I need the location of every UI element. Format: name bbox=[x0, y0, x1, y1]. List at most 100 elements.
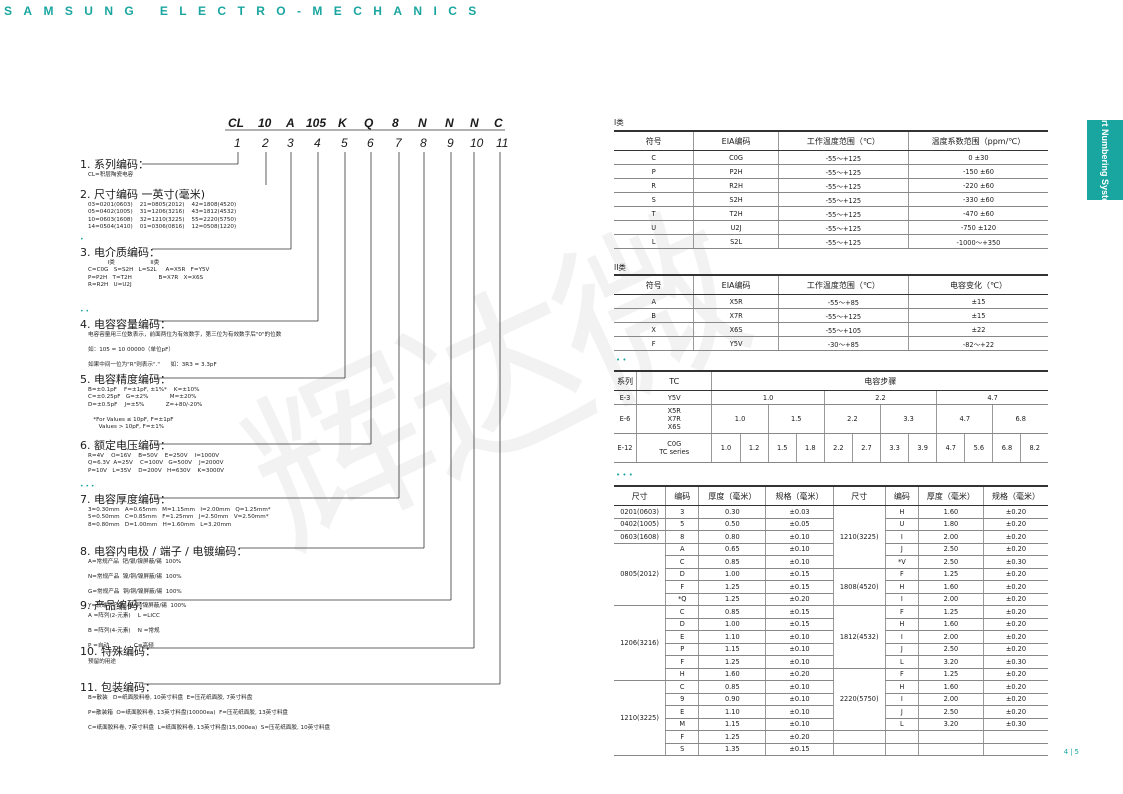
section-body-7: 3=0.30mm A=0.65mm M=1.15mm I=2.00mm Q=1.… bbox=[88, 507, 271, 528]
step-value-cell: 2.2 bbox=[823, 433, 853, 463]
size-cell: 0201(0603) bbox=[614, 505, 666, 519]
thickness-cell: 0.80 bbox=[698, 530, 766, 544]
thickness-cell: 1.80 bbox=[917, 518, 984, 531]
thickness-cell: 0.85 bbox=[698, 680, 766, 694]
table-thickness-header: 尺寸 bbox=[614, 485, 666, 506]
thickness-cell: 3.20 bbox=[917, 718, 984, 731]
thickness-cell: C bbox=[665, 680, 699, 694]
thickness-cell: 1.25 bbox=[698, 580, 766, 594]
size-cell: 0603(1608) bbox=[614, 530, 666, 544]
thickness-cell: ±0.20 bbox=[982, 568, 1048, 581]
section-title-11: 11. 包装编码： bbox=[80, 681, 156, 694]
thickness-cell: U bbox=[884, 518, 919, 531]
step-value-cell: 4.7 bbox=[936, 390, 1048, 405]
section-body-8: A=常规产品 钯/银/镍屏蔽/锡 100% N=常规产品 镍/铜/镍屏蔽/锡 1… bbox=[88, 559, 187, 610]
table-steps-marker: • • bbox=[616, 356, 627, 364]
thickness-cell: F bbox=[665, 580, 699, 594]
table-i-cell: L bbox=[614, 234, 694, 249]
thickness-cell: 3.20 bbox=[917, 655, 984, 669]
thickness-cell: ±0.20 bbox=[982, 668, 1048, 681]
table-i-cell: C0G bbox=[693, 150, 779, 165]
table-steps-header: TC bbox=[635, 370, 712, 391]
thickness-cell: A bbox=[665, 543, 699, 556]
size-cell: 1206(3216) bbox=[614, 605, 666, 681]
table-ii-cell: X7R bbox=[693, 308, 779, 323]
thickness-cell: 0.50 bbox=[698, 518, 766, 531]
section-title-4: 4. 电容容量编码： bbox=[80, 318, 171, 331]
thickness-cell: 1.25 bbox=[698, 730, 766, 744]
size-cell: 2220(5750) bbox=[832, 668, 886, 731]
code-position-6: 6 bbox=[367, 136, 374, 150]
thickness-cell: 2.50 bbox=[917, 705, 984, 719]
thickness-cell: 1.25 bbox=[698, 593, 766, 606]
code-char-8: N bbox=[418, 116, 427, 130]
table-thickness-marker: • • • bbox=[616, 471, 633, 479]
code-char-9: N bbox=[445, 116, 454, 130]
table-i-cell: -330 ±60 bbox=[907, 192, 1048, 207]
thickness-cell: 1.15 bbox=[698, 718, 766, 731]
table-thickness-header: 规格（毫米） bbox=[982, 485, 1048, 506]
thickness-cell: ±0.20 bbox=[982, 630, 1048, 644]
step-value-cell: 1.5 bbox=[767, 433, 797, 463]
empty-cell bbox=[884, 730, 919, 744]
thickness-cell: 2.00 bbox=[917, 693, 984, 706]
thickness-cell: P bbox=[665, 643, 699, 656]
thickness-cell: 1.25 bbox=[917, 668, 984, 681]
section-body-11: B=散装 D=纸面胶料卷, 10英寸料盘 E=压花纸面胶, 7英寸料盘 P=散装… bbox=[88, 695, 331, 731]
thickness-cell: ±0.15 bbox=[765, 605, 834, 619]
section-body-4: 电容容量用三位数表示，前面两位为有效数字，第三位为有效数字后"0"的位数 如：1… bbox=[88, 332, 282, 368]
thickness-cell: ±0.15 bbox=[765, 618, 834, 631]
thickness-cell: S bbox=[665, 743, 699, 756]
table-ii-cell: -55～+85 bbox=[777, 294, 909, 309]
thickness-cell: D bbox=[665, 568, 699, 581]
table-i-cell: -55～+125 bbox=[777, 150, 909, 165]
section-body-6: R=4V O=16V B=50V E=250V I=1000V Q=6.3V A… bbox=[88, 453, 224, 474]
table-thickness-header: 编码 bbox=[665, 485, 699, 506]
step-value-cell: 2.2 bbox=[823, 390, 937, 405]
step-value-cell: 1.8 bbox=[795, 433, 825, 463]
tc-cell: C0G TC series bbox=[635, 433, 712, 463]
thickness-cell: H bbox=[884, 505, 919, 519]
thickness-cell: 8 bbox=[665, 530, 699, 544]
step-value-cell: 1.0 bbox=[711, 390, 825, 405]
table-thickness-header: 厚度（毫米） bbox=[698, 485, 766, 506]
table-ii-cell: ±15 bbox=[907, 308, 1048, 323]
thickness-cell: ±0.20 bbox=[982, 530, 1048, 544]
code-char-5: K bbox=[338, 116, 347, 130]
thickness-cell: ±0.20 bbox=[765, 593, 834, 606]
thickness-cell: ±0.20 bbox=[982, 605, 1048, 619]
page-number-left: 4 bbox=[1063, 748, 1069, 756]
code-char-4: 105 bbox=[306, 116, 327, 130]
step-value-cell: 3.3 bbox=[880, 433, 909, 463]
thickness-cell: ±0.30 bbox=[982, 718, 1048, 731]
code-char-3: A bbox=[286, 116, 295, 130]
thickness-cell: 1.25 bbox=[917, 568, 984, 581]
thickness-cell: 1.25 bbox=[917, 605, 984, 619]
code-char-6: Q bbox=[364, 116, 374, 130]
empty-cell bbox=[917, 743, 984, 756]
step-value-cell: 1.0 bbox=[711, 404, 769, 434]
thickness-cell: 1.60 bbox=[917, 618, 984, 631]
table-thickness-header: 尺寸 bbox=[832, 485, 886, 506]
thickness-table: 尺寸编码厚度（毫米）规格（毫米）尺寸编码厚度（毫米）规格（毫米）0201(060… bbox=[614, 485, 1048, 756]
table-i-cell: P2H bbox=[693, 164, 779, 179]
step-value-cell: 6.8 bbox=[992, 404, 1048, 434]
thickness-cell: J bbox=[884, 643, 919, 656]
thickness-cell: F bbox=[884, 605, 919, 619]
